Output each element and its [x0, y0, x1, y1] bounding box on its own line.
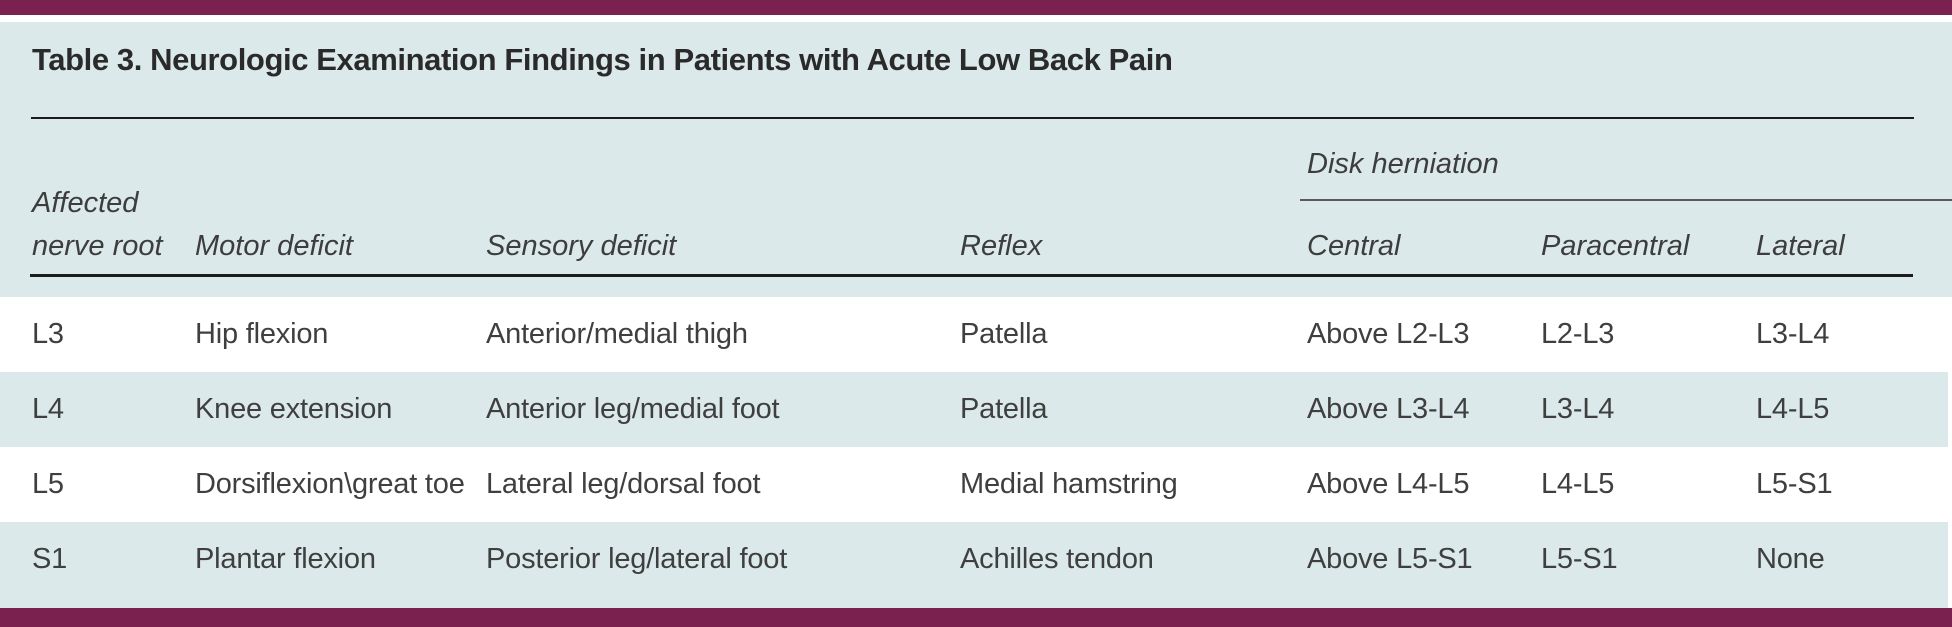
- cell-motor-deficit: Plantar flexion: [195, 543, 376, 575]
- cell-nerve-root: L5: [32, 468, 64, 500]
- cell-lateral: L3-L4: [1756, 318, 1830, 350]
- cell-motor-deficit: Knee extension: [195, 393, 393, 425]
- cell-sensory-deficit: Lateral leg/dorsal foot: [486, 468, 761, 500]
- cell-lateral: L4-L5: [1756, 393, 1830, 425]
- cell-nerve-root: L4: [32, 393, 64, 425]
- title-divider-rule: [31, 117, 1914, 119]
- cell-central: Above L3-L4: [1307, 393, 1470, 425]
- table-header-panel: Table 3. Neurologic Examination Findings…: [0, 22, 1952, 297]
- cell-central: Above L5-S1: [1307, 543, 1473, 575]
- table-row-l3: L3 Hip flexion Anterior/medial thigh Pat…: [0, 297, 1952, 372]
- cell-sensory-deficit: Anterior leg/medial foot: [486, 393, 780, 425]
- column-header-sensory-deficit: Sensory deficit: [486, 230, 677, 262]
- cell-paracentral: L4-L5: [1541, 468, 1615, 500]
- cell-reflex: Achilles tendon: [960, 543, 1154, 575]
- column-header-affected-nerve-root: Affected nerve root: [32, 182, 195, 268]
- group-header-disk-herniation: Disk herniation: [1307, 148, 1499, 180]
- table-body: L3 Hip flexion Anterior/medial thigh Pat…: [0, 297, 1952, 597]
- cell-nerve-root: S1: [32, 543, 68, 575]
- cell-nerve-root: L3: [32, 318, 64, 350]
- cell-central: Above L2-L3: [1307, 318, 1470, 350]
- table-row-l4: L4 Knee extension Anterior leg/medial fo…: [0, 372, 1952, 447]
- cell-paracentral: L2-L3: [1541, 318, 1615, 350]
- cell-reflex: Medial hamstring: [960, 468, 1178, 500]
- column-header-row: Affected nerve root Motor deficit Sensor…: [0, 180, 1952, 268]
- table-title: Table 3. Neurologic Examination Findings…: [32, 42, 1173, 77]
- cell-reflex: Patella: [960, 318, 1048, 350]
- cell-lateral: None: [1756, 543, 1825, 575]
- bottom-accent-bar: [0, 608, 1952, 627]
- top-accent-bar: [0, 0, 1952, 15]
- cell-reflex: Patella: [960, 393, 1048, 425]
- cell-motor-deficit: Dorsiflexion\great toe: [195, 468, 465, 500]
- column-header-central: Central: [1307, 230, 1401, 262]
- table-row-s1: S1 Plantar flexion Posterior leg/lateral…: [0, 522, 1952, 597]
- table-row-l5: L5 Dorsiflexion\great toe Lateral leg/do…: [0, 447, 1952, 522]
- column-header-reflex: Reflex: [960, 230, 1043, 262]
- column-header-paracentral: Paracentral: [1541, 230, 1690, 262]
- cell-sensory-deficit: Anterior/medial thigh: [486, 318, 748, 350]
- cell-motor-deficit: Hip flexion: [195, 318, 329, 350]
- column-header-affected-line2: nerve root: [32, 230, 163, 262]
- column-header-lateral: Lateral: [1756, 230, 1845, 262]
- cell-lateral: L5-S1: [1756, 468, 1833, 500]
- cell-paracentral: L3-L4: [1541, 393, 1615, 425]
- group-header-underline: [1300, 199, 1952, 201]
- cell-central: Above L4-L5: [1307, 468, 1470, 500]
- cell-sensory-deficit: Posterior leg/lateral foot: [486, 543, 788, 575]
- column-header-motor-deficit: Motor deficit: [195, 230, 353, 262]
- header-divider-rule: [30, 274, 1913, 277]
- cell-paracentral: L5-S1: [1541, 543, 1618, 575]
- column-header-affected-line1: Affected: [32, 187, 139, 219]
- bottom-teal-strip: [0, 597, 1948, 608]
